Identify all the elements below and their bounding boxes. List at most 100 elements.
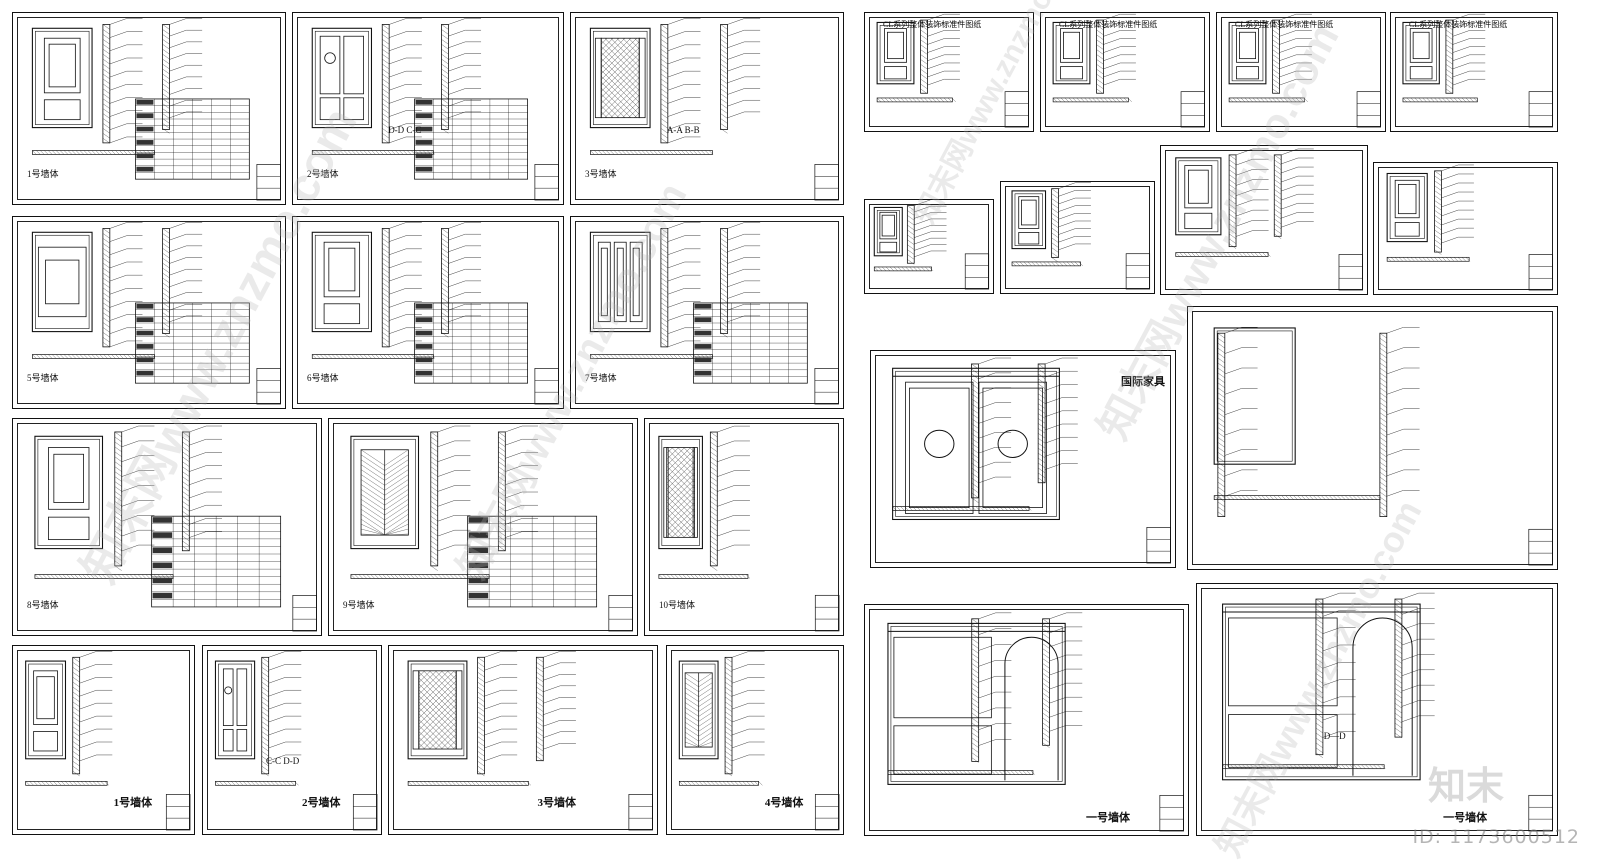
sheet-title: 2号墙体 [307,167,339,180]
sheet-title: 9号墙体 [343,598,375,611]
title-block [257,164,281,200]
wall-section [1052,183,1091,263]
wall-section [441,19,481,134]
sheet-title: 3号墙体 [538,794,577,810]
drawing-sheet: CL系列整体装饰标准件图纸 [1040,12,1210,132]
floor-detail [1214,496,1381,500]
floor-detail [659,574,750,578]
wall-section [710,426,750,571]
spec-table [152,516,281,607]
wall-section [1274,149,1313,239]
sheet-title: 6号墙体 [307,371,339,384]
title-block [1147,527,1171,563]
drawing-sheet: 10号墙体 [644,418,844,636]
sheet-title: CL系列整体装饰标准件图纸 [883,19,981,30]
wall-section [721,19,761,134]
section-marks: C-C D-D [266,756,299,766]
wall-section [163,223,203,338]
floor-detail [1387,257,1470,261]
drawing-sheet [1187,306,1558,570]
elevation-herring [679,661,718,759]
elevation-sections [1214,328,1295,464]
sheet-title: CL系列整体装饰标准件图纸 [1235,19,1333,30]
sheet-drawing [1391,13,1557,131]
title-block [815,595,839,631]
wall-section [536,651,576,761]
floor-detail [1403,98,1478,102]
sheet-title: 4号墙体 [765,794,804,810]
wall-section [382,223,422,348]
elevation-door [26,661,66,759]
drawing-sheet [1373,162,1558,295]
sheet-drawing [389,646,657,834]
spec-table [468,516,597,607]
floor-detail [26,781,109,785]
sheet-drawing [329,419,637,635]
floor-detail [1012,262,1083,266]
elevation-wide [32,232,92,331]
drawing-sheet: 6号墙体 [292,216,564,409]
drawing-sheet: CL系列整体装饰标准件图纸 [864,12,1034,132]
sheet-drawing [1188,307,1557,569]
sheet-drawing [865,200,993,293]
elevation-door [1053,22,1090,83]
floor-detail [877,98,956,102]
drawing-sheet: 9号墙体 [328,418,638,636]
elevation-door [35,436,103,548]
elevation-door [1387,173,1427,241]
elevation-door [312,232,371,331]
sheet-title: 7号墙体 [585,371,617,384]
elevation-door [1012,191,1045,249]
title-block [166,794,190,830]
floor-detail [1176,253,1271,257]
wall-section [1395,593,1435,738]
wall-section [73,651,113,776]
floor-detail [215,781,298,785]
sheet-drawing [13,646,194,834]
elevation-door [32,28,92,127]
drawing-sheet [1000,181,1155,294]
sheet-title: 3号墙体 [585,167,617,180]
elevation-arch2 [1223,604,1421,780]
elevation-door [1403,22,1439,83]
title-block [815,164,839,200]
sheet-drawing [1217,13,1385,131]
floor-detail [1229,98,1308,102]
elevation-triple [590,232,650,331]
title-block [293,595,317,631]
title-block [1529,529,1553,565]
floor-detail [1053,98,1132,102]
title-block [535,164,559,200]
drawing-sheet: CL系列整体装饰标准件图纸 [1216,12,1386,132]
brand-logo: 知末 [1428,755,1504,810]
sheet-drawing [203,646,381,834]
elevation-quilt2 [659,436,703,548]
title-block [1005,92,1029,127]
drawing-sheet: 2号墙体 D-D C-C [292,12,564,205]
title-block [609,595,633,631]
floor-detail [874,267,933,271]
section-marks: D-D C-C [388,125,421,135]
elevation-door [1229,22,1266,83]
title-block [1529,92,1553,127]
title-block [1126,254,1150,289]
sheet-drawing [1374,163,1557,294]
drawing-sheet: 8号墙体 [12,418,322,636]
wall-section [661,223,701,348]
wall-section [721,223,761,338]
sheet-drawing [865,605,1188,835]
wall-section [478,651,518,776]
drawing-sheet: 1号墙体 [12,645,195,835]
elevation-double [312,28,371,127]
sheet-drawing [1161,146,1367,294]
title-block [815,368,839,404]
spec-table [135,303,249,383]
title-block [353,794,377,830]
elevation-door [1176,158,1221,235]
wall-section [1218,327,1258,517]
sheet-title: CL系列整体装饰标准件图纸 [1059,19,1157,30]
wall-section [115,426,155,571]
wall-section [1038,358,1078,483]
